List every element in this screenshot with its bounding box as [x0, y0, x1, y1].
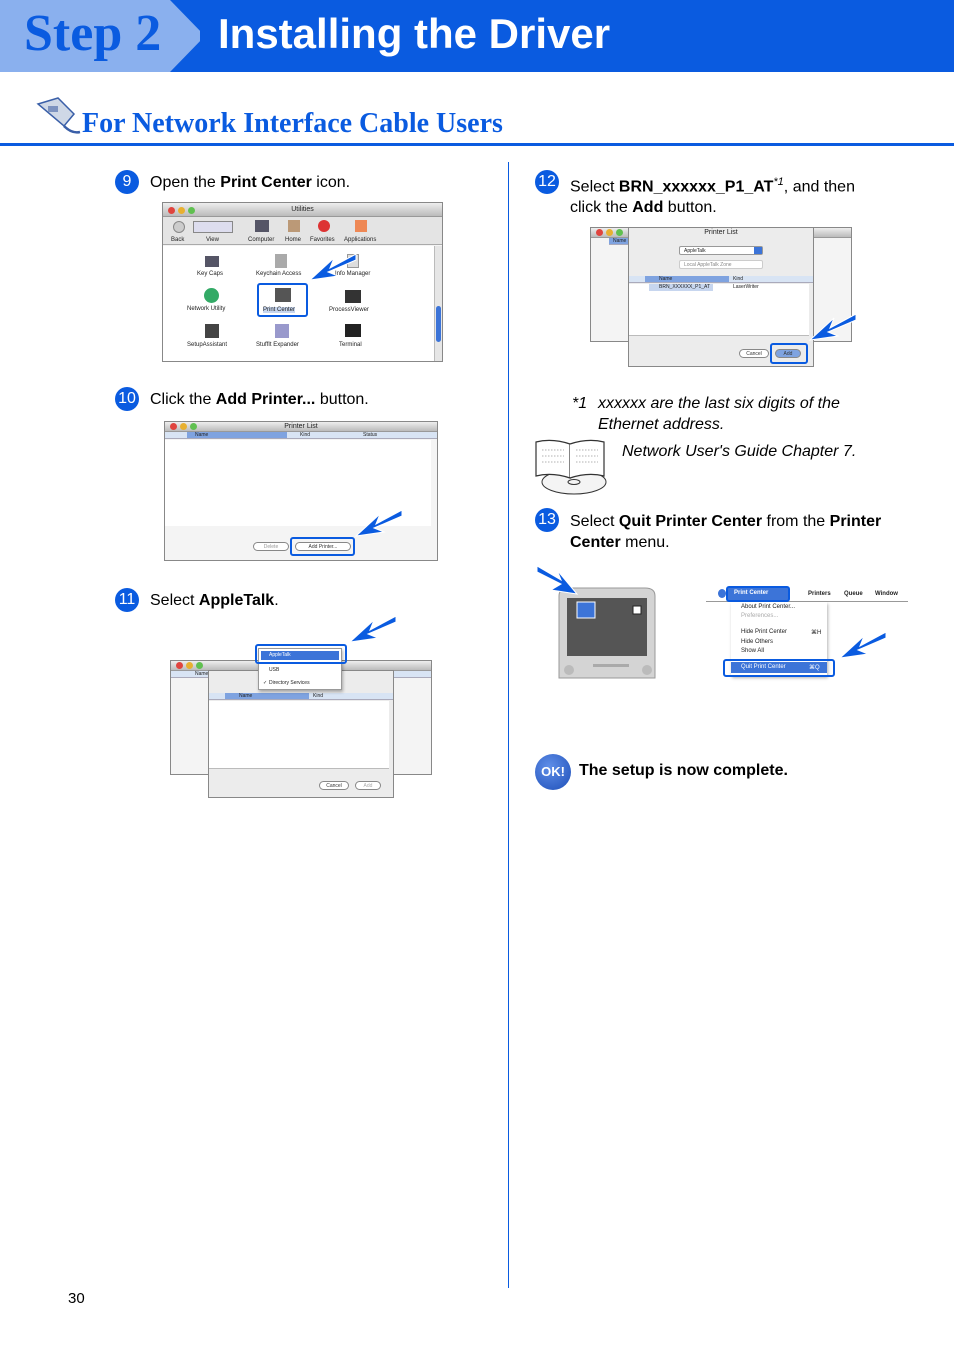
menu-window[interactable]: Window	[875, 591, 898, 597]
delete-button[interactable]: Delete	[253, 542, 289, 551]
guide-reference: Network User's Guide Chapter 7.	[622, 443, 857, 460]
menu-queue[interactable]: Queue	[844, 591, 863, 597]
add-button[interactable]: Add	[355, 781, 381, 790]
step-11-text: Select AppleTalk.	[150, 592, 279, 609]
print-center-highlight	[257, 283, 308, 317]
section-title: For Network Interface Cable Users	[82, 108, 503, 139]
checkmark-icon: ✓	[263, 680, 268, 686]
header-bar: Step 2 Installing the Driver	[0, 0, 954, 72]
printer-row[interactable]	[649, 284, 713, 291]
step-tab: Step 2	[0, 0, 200, 72]
step-10-number: 10	[115, 387, 139, 411]
ok-badge-icon: OK!	[535, 754, 571, 790]
add-printer-highlight	[290, 537, 355, 556]
step-13-text: Select Quit Printer Center from the Prin…	[570, 513, 882, 551]
arrow-icon	[536, 565, 579, 595]
add-highlight	[770, 343, 808, 364]
menu-print-center[interactable]: Print Center	[728, 588, 788, 600]
step-10-text: Click the Add Printer... button.	[150, 391, 369, 408]
step-9-number: 9	[115, 170, 139, 194]
menu-printers[interactable]: Printers	[808, 591, 831, 597]
menu-item-about[interactable]: About Print Center...	[741, 604, 796, 610]
menu-item-directory-services[interactable]: Directory Services	[269, 680, 310, 686]
apple-icon	[718, 589, 726, 598]
step-11-number: 11	[115, 588, 139, 612]
appletalk-highlight	[255, 644, 347, 664]
page-title: Installing the Driver	[218, 10, 611, 57]
printer-list-window: Printer List Name Kind Status Delete Add…	[164, 421, 438, 561]
menu-item-appletalk[interactable]: AppleTalk	[269, 652, 291, 658]
menu-item-quit[interactable]: Quit Print Center ⌘Q	[731, 662, 827, 673]
menu-item-usb[interactable]: USB	[269, 667, 280, 673]
arrow-icon	[348, 615, 397, 643]
add-button[interactable]: Add	[775, 349, 801, 358]
imac-icon	[558, 587, 656, 679]
page-number: 30	[68, 1290, 85, 1307]
add-printer-button[interactable]: Add Printer...	[295, 542, 351, 551]
app-menu-highlight	[726, 586, 790, 602]
quit-highlight	[723, 659, 835, 677]
step-12-number: 12	[535, 170, 559, 194]
column-divider	[508, 162, 509, 1288]
menu-item-preferences[interactable]: Preferences...	[741, 613, 779, 619]
step-9-text: Open the Print Center icon.	[150, 174, 351, 191]
setup-complete-text: The setup is now complete.	[579, 762, 788, 779]
section-rule	[0, 143, 954, 146]
arrow-icon	[808, 313, 857, 341]
protocol-menu[interactable]: AppleTalk USB ✓ Directory Services	[258, 648, 342, 690]
arrow-icon	[308, 253, 357, 281]
utilities-window: Utilities Back View Computer Home Favori…	[162, 202, 443, 362]
arrow-icon	[354, 509, 403, 537]
menu-item-hide[interactable]: Hide Print Center	[741, 629, 788, 635]
footnote-mark: *1	[572, 395, 588, 412]
book-cd-icon	[535, 439, 607, 495]
network-cable-icon	[36, 97, 81, 134]
select-printer-sheet: Printer List AppleTalk Local AppleTalk Z…	[628, 227, 814, 367]
app-menu-dropdown: About Print Center... Preferences... Hid…	[731, 602, 827, 676]
arrow-icon	[838, 631, 887, 659]
step-13-number: 13	[535, 508, 559, 532]
cancel-button[interactable]: Cancel	[319, 781, 349, 790]
menu-item-show-all[interactable]: Show All	[741, 648, 765, 654]
step-label: Step 2	[24, 5, 162, 62]
menu-item-hide-others[interactable]: Hide Others	[741, 639, 774, 645]
appletalk-sheet: Name Kind Cancel Add	[208, 670, 394, 798]
cancel-button[interactable]: Cancel	[739, 349, 769, 358]
